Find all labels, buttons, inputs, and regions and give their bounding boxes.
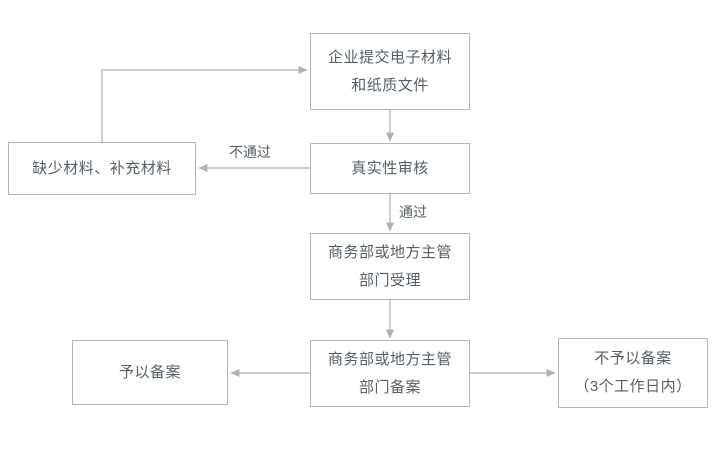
node-submit-materials[interactable]: 企业提交电子材料 和纸质文件	[310, 33, 470, 110]
node-filing-rejected-line2: （3个工作日内）	[574, 378, 692, 395]
node-authenticity-review-line1: 真实性审核	[351, 159, 429, 177]
edge-label-pass: 通过	[396, 203, 430, 221]
node-filing-rejected-line1: 不予以备案	[594, 350, 672, 367]
node-authority-filing[interactable]: 商务部或地方主管 部门备案	[310, 340, 470, 407]
node-authenticity-review[interactable]: 真实性审核	[310, 143, 470, 194]
node-missing-materials[interactable]: 缺少材料、补充材料	[8, 142, 196, 195]
edge-lack-to-submit	[101, 66, 308, 142]
node-authority-acceptance[interactable]: 商务部或地方主管 部门受理	[310, 233, 470, 300]
node-filing-approved-line1: 予以备案	[118, 363, 181, 381]
node-submit-materials-line2: 和纸质文件	[351, 76, 429, 94]
node-authority-filing-line1: 商务部或地方主管	[327, 350, 452, 368]
edge-label-fail: 不通过	[226, 143, 274, 161]
node-submit-materials-line1: 企业提交电子材料	[327, 48, 452, 66]
node-missing-materials-line1: 缺少材料、补充材料	[32, 159, 172, 177]
node-filing-approved[interactable]: 予以备案	[72, 340, 228, 405]
node-authority-filing-line2: 部门备案	[358, 378, 421, 396]
node-authority-acceptance-line2: 部门受理	[358, 271, 421, 289]
node-authority-acceptance-line1: 商务部或地方主管	[327, 243, 452, 261]
node-filing-rejected[interactable]: 不予以备案 （3个工作日内）	[558, 338, 708, 408]
